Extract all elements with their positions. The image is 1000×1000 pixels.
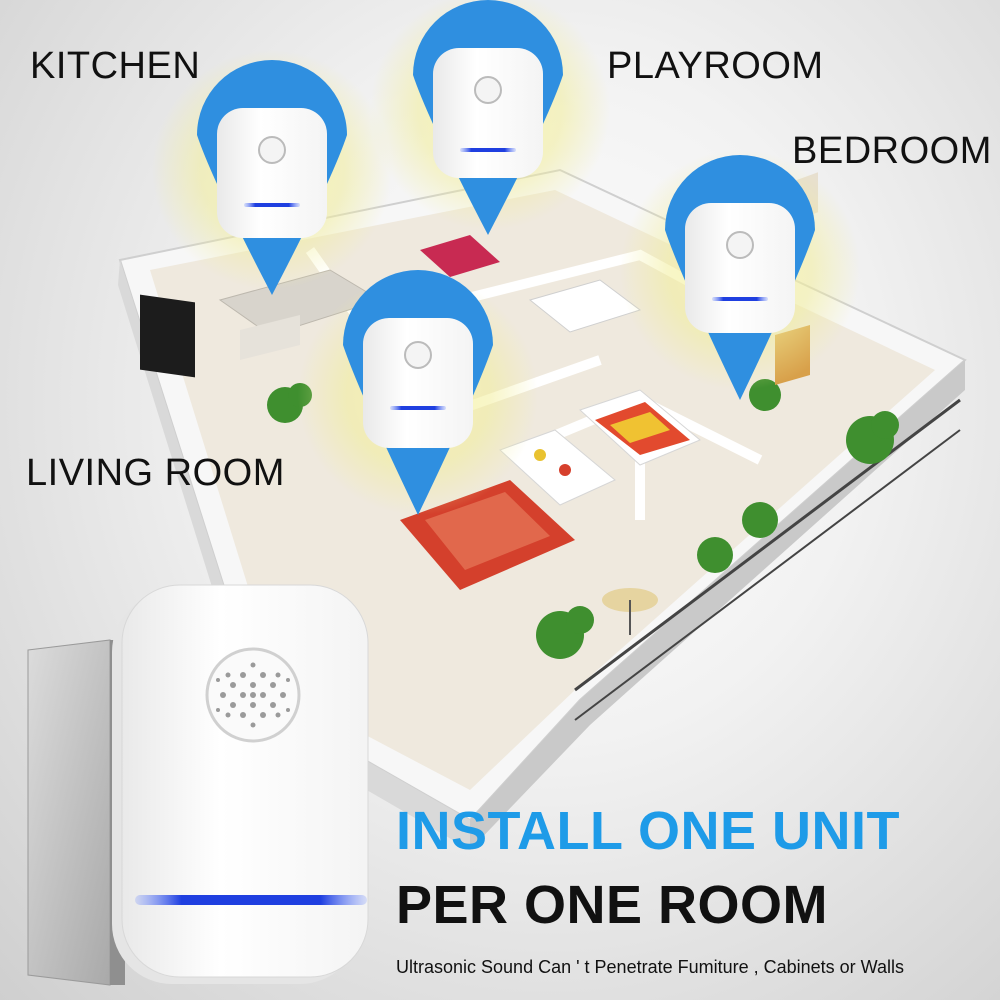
headline-subtext: Ultrasonic Sound Can ' t Penetrate Fumit… bbox=[396, 957, 904, 977]
headline-install-one-unit: INSTALL ONE UNIT bbox=[396, 801, 900, 861]
map-pin-icon bbox=[197, 60, 347, 295]
map-pin-icon bbox=[343, 270, 493, 515]
room-label-bedroom: BEDROOM bbox=[792, 130, 992, 172]
map-pin-icon bbox=[413, 0, 563, 235]
map-pin-icon bbox=[665, 155, 815, 400]
room-label-kitchen: KITCHEN bbox=[30, 45, 201, 87]
ultrasonic-repeller-device bbox=[27, 584, 369, 986]
room-label-living-room: LIVING ROOM bbox=[26, 452, 285, 494]
headline-per-one-room: PER ONE ROOM bbox=[396, 875, 829, 935]
room-label-playroom: PLAYROOM bbox=[607, 45, 824, 87]
